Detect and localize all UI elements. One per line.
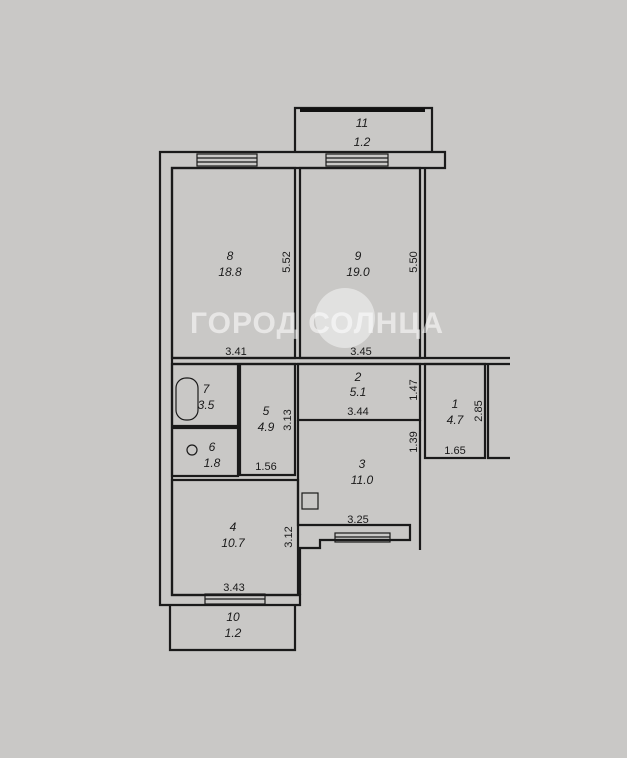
room-2-number: 2: [354, 370, 362, 384]
bathtub-icon: [175, 377, 199, 421]
room-8-area: 18.8: [218, 265, 242, 279]
room-5-number: 5: [263, 404, 270, 418]
dim-room5-width: 1.56: [255, 461, 276, 473]
room-8-number: 8: [227, 249, 234, 263]
walls: [158, 106, 510, 652]
balcony-10-outline: [168, 605, 297, 652]
room-4-outline: [170, 478, 300, 597]
dim-room3-width: 3.25: [347, 514, 368, 526]
dim-room8-depth: 5.52: [281, 251, 293, 272]
room-3-area: 11.0: [351, 473, 374, 487]
dim-room2-width: 3.44: [347, 406, 368, 418]
room-2-area: 5.1: [350, 385, 367, 399]
dim-room1-width: 1.65: [444, 445, 465, 457]
dim-room9-width: 3.45: [350, 346, 371, 358]
watermark-sun: [315, 288, 375, 348]
room-10-area: 1.2: [225, 626, 242, 640]
room-7-area: 3.5: [198, 398, 215, 412]
room-6-area: 1.8: [204, 456, 221, 470]
room-labels: 8 18.8 9 19.0 11 1.2 7 3.5 5 4.9 6 1.8 2…: [198, 116, 465, 640]
room-1-area: 4.7: [447, 413, 465, 427]
dimension-labels: 5.52 5.50 3.41 3.45 3.44 1.47 3.13 1.56 …: [223, 251, 485, 594]
room-5-area: 4.9: [258, 420, 275, 434]
room-10-number: 10: [226, 610, 240, 624]
dim-room9-depth: 5.50: [408, 251, 420, 272]
room-4-area: 10.7: [221, 536, 246, 550]
toilet-icon: [186, 444, 198, 456]
watermark-text: ГОРОД СОЛНЦА: [190, 307, 444, 340]
room-4-number: 4: [230, 520, 237, 534]
room-1-number: 1: [452, 397, 459, 411]
room-5-outline: [238, 362, 297, 477]
room-2-outline: [296, 362, 422, 422]
room-11-area: 1.2: [354, 135, 371, 149]
room-9-number: 9: [355, 249, 362, 263]
room-3-number: 3: [359, 457, 366, 471]
dim-room1-depth: 2.85: [473, 400, 485, 421]
room-6-number: 6: [209, 440, 216, 454]
room-9-area: 19.0: [346, 265, 370, 279]
room-6-outline: [170, 426, 240, 478]
dim-room8-width: 3.41: [225, 346, 246, 358]
room-11-number: 11: [356, 116, 368, 130]
room-1-outline: [423, 362, 487, 460]
dim-room4-depth: 3.12: [283, 526, 295, 547]
room-7-outline: [170, 362, 240, 428]
dim-room5-depth: 3.13: [282, 409, 294, 430]
stove-icon: [301, 492, 319, 510]
dim-room3-depth: 1.39: [408, 431, 420, 452]
dim-room4-width: 3.43: [223, 582, 244, 594]
dim-room2-depth: 1.47: [408, 379, 420, 400]
room-7-number: 7: [203, 382, 211, 396]
